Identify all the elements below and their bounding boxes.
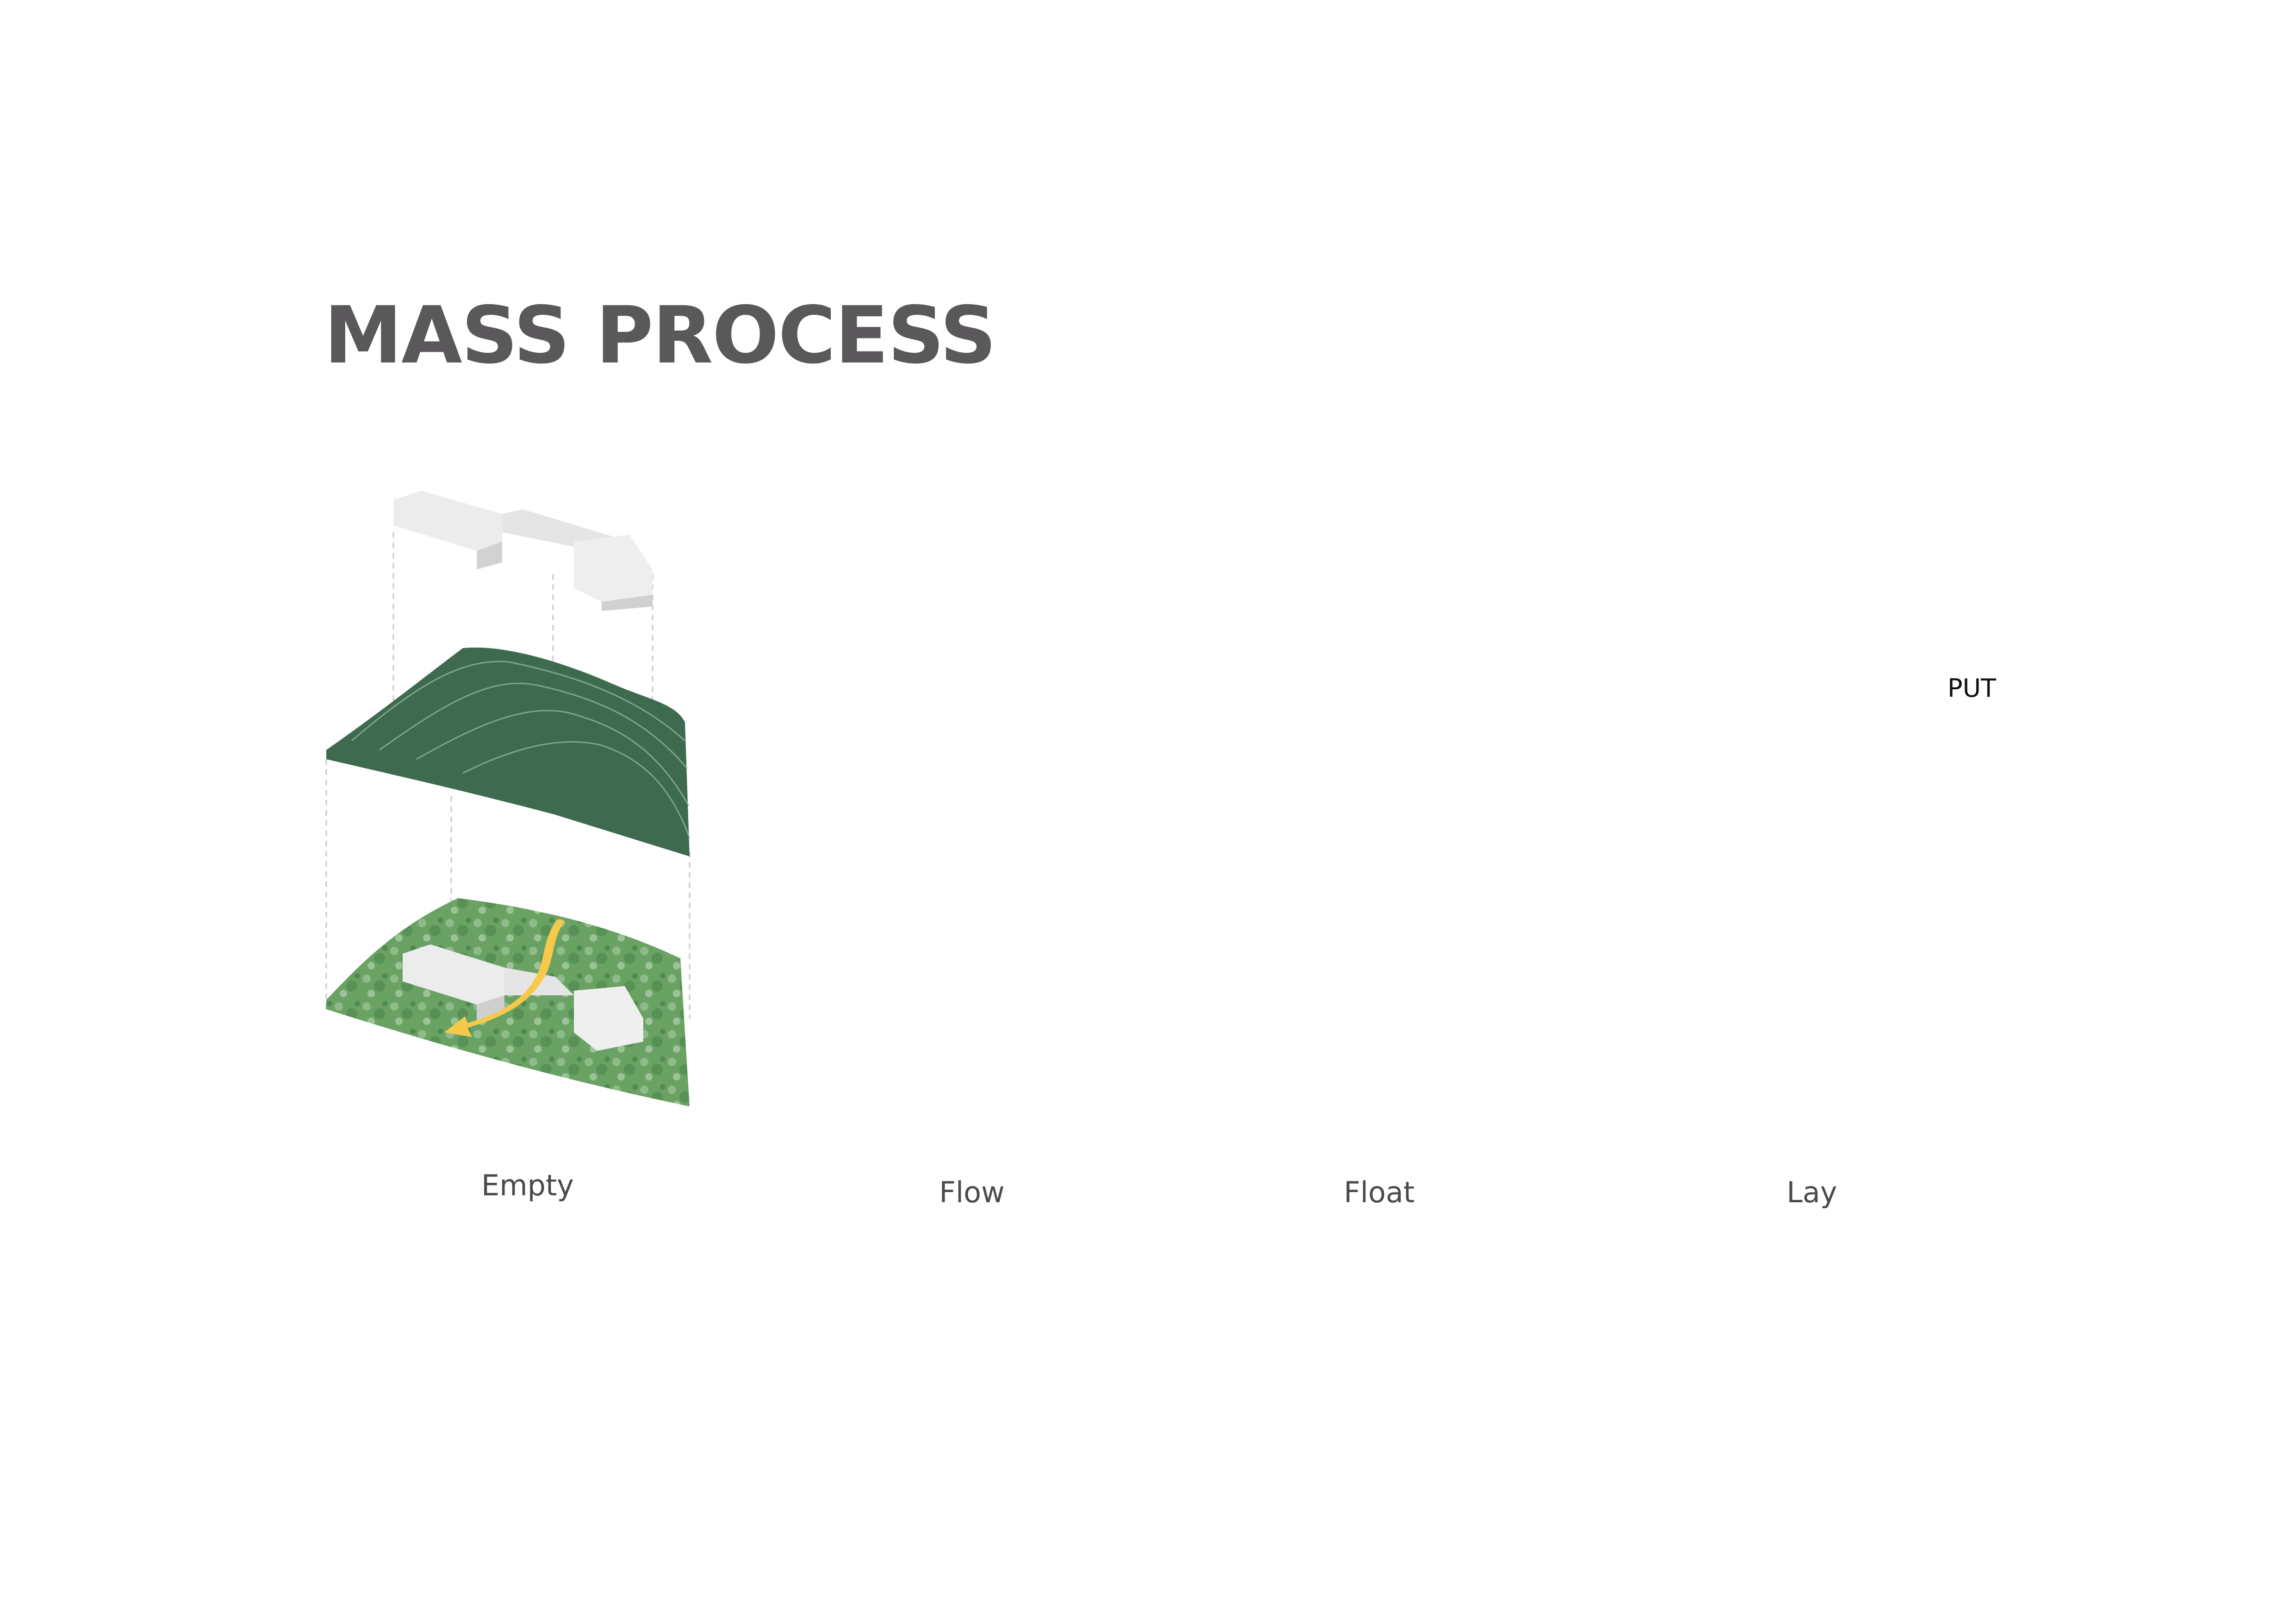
terrain-layer bbox=[326, 647, 691, 856]
column-caption-flow: Flow bbox=[939, 1175, 1005, 1209]
site-layer bbox=[326, 898, 690, 1106]
annotation-put: PUT bbox=[1948, 674, 1997, 703]
mass-blocks bbox=[393, 491, 653, 611]
page-title: MASS PROCESS bbox=[324, 290, 996, 381]
flow-arrow bbox=[444, 919, 565, 1037]
column-caption-empty: Empty bbox=[481, 1168, 574, 1202]
column-caption-lay: Lay bbox=[1786, 1175, 1837, 1209]
column-empty bbox=[325, 491, 691, 1106]
column-caption-float: Float bbox=[1344, 1175, 1415, 1209]
